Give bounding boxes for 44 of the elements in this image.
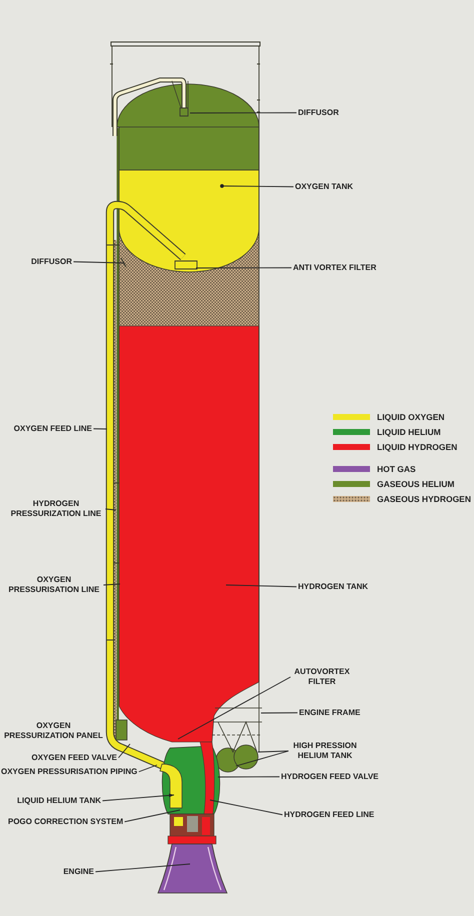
part-label: OXYGEN FEED VALVE <box>32 752 117 763</box>
leader-line <box>138 764 158 772</box>
leader-line <box>93 428 108 430</box>
part-label: POGO CORRECTION SYSTEM <box>8 816 124 827</box>
leader-line <box>196 267 292 268</box>
legend-label: LIQUID HYDROGEN <box>377 442 458 452</box>
legend-label: HOT GAS <box>377 464 416 474</box>
legend-label: LIQUID HELIUM <box>377 426 441 438</box>
part-label: OXYGEN PRESSURISATION LINE <box>6 574 102 596</box>
leader-line <box>210 800 283 816</box>
part-label: HYDROGEN FEED VALVE <box>281 772 378 782</box>
leader-line <box>105 508 116 510</box>
leader-line <box>124 810 180 822</box>
leader-line <box>95 864 190 872</box>
leader-line <box>118 744 130 758</box>
part-label: DIFFUSOR <box>31 256 72 267</box>
part-label: OXYGEN TANK <box>295 182 354 192</box>
part-label: ANTI VORTEX FILTER <box>293 262 376 273</box>
leader-line <box>73 261 124 264</box>
leader-line <box>218 776 280 778</box>
leader-line <box>102 794 174 802</box>
legend-label: LIQUID OXYGEN <box>377 412 445 422</box>
part-label: HYDROGEN PRESSURIZATION LINE <box>8 498 104 520</box>
part-label: HYDROGEN TANK <box>298 582 368 592</box>
legend-label: GASEOUS HELIUM <box>377 478 454 490</box>
leader-line <box>178 676 291 740</box>
leader-line <box>260 712 298 714</box>
part-label: ENGINE <box>63 866 94 877</box>
legend-label: GASEOUS HYDROGEN <box>377 494 471 504</box>
leader-line <box>103 584 120 586</box>
part-label: OXYGEN PRESSURISATION PIPING <box>1 766 138 777</box>
leader-line <box>258 750 289 752</box>
leader-line <box>236 750 289 766</box>
part-label: ENGINE FRAME <box>299 708 360 718</box>
leader-line <box>220 184 294 188</box>
part-label: AUTOVORTEX FILTER <box>292 666 352 688</box>
part-label: HYDROGEN FEED LINE <box>284 810 374 820</box>
leader-line <box>226 584 297 588</box>
part-label: DIFFUSOR <box>298 108 339 118</box>
part-label: LIQUID HELIUM TANK <box>17 796 101 806</box>
part-label: OXYGEN PRESSURIZATION PANEL <box>3 720 104 742</box>
part-label: HIGH PRESSION HELIUM TANK <box>290 740 360 762</box>
part-label: OXYGEN FEED LINE <box>14 424 92 434</box>
leader-line <box>190 112 297 114</box>
